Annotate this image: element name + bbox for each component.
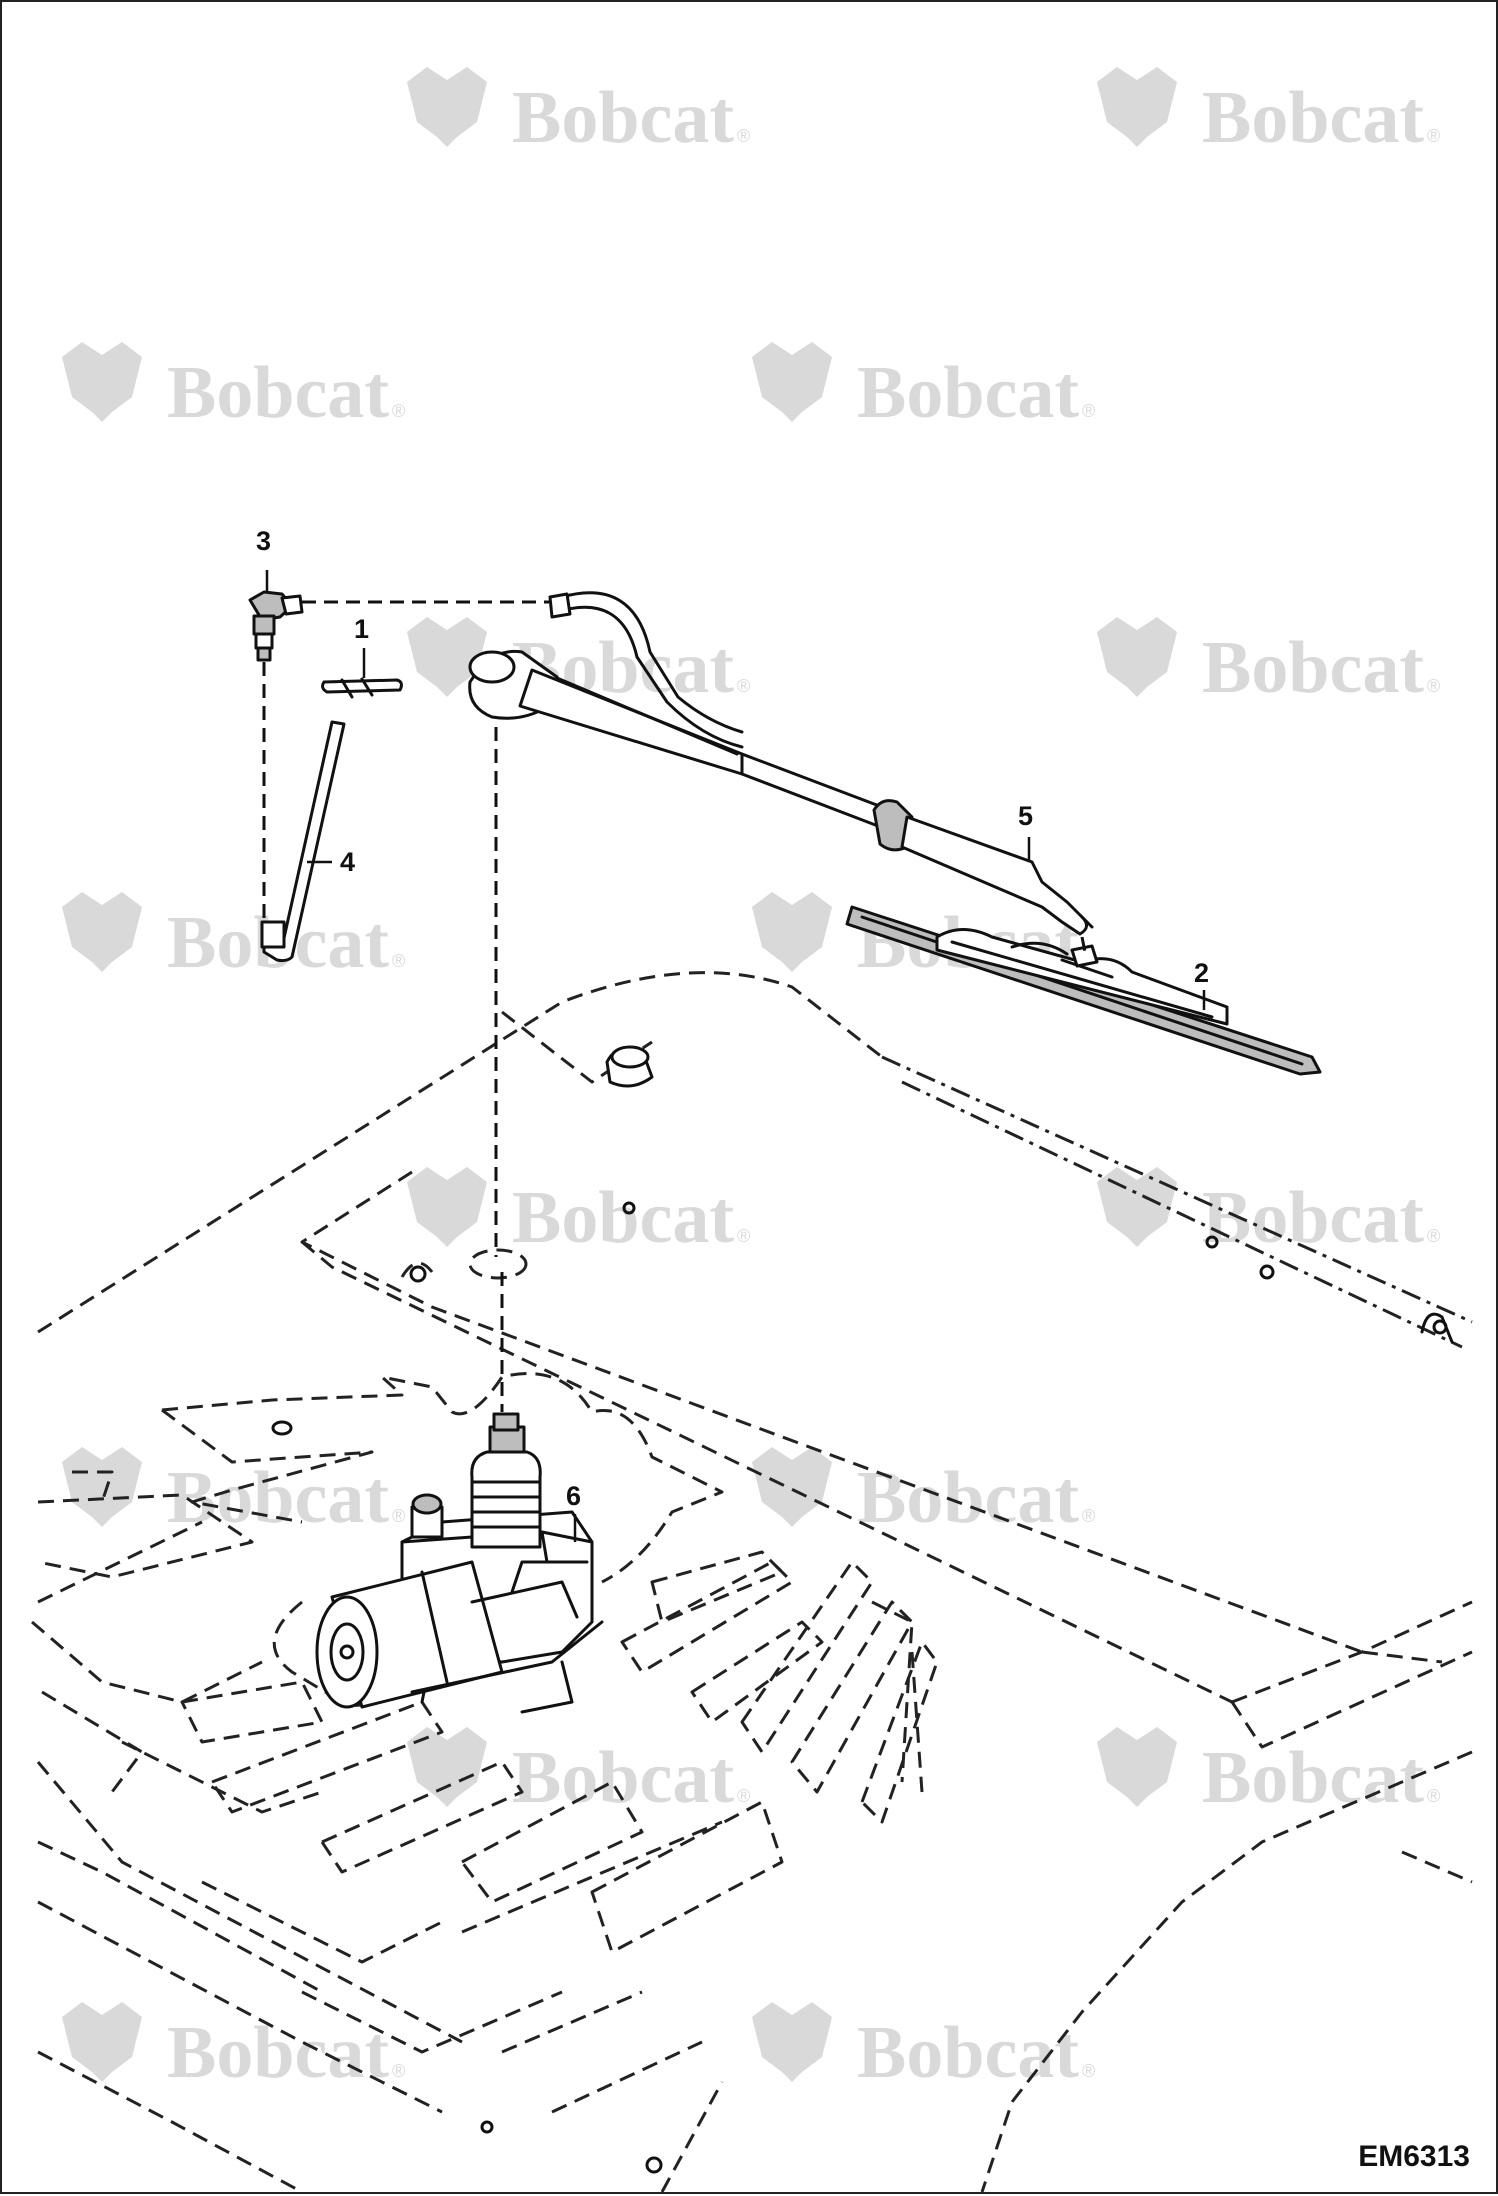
watermark-registered-mark: ®: [1082, 1506, 1095, 1526]
watermark-registered-mark: ®: [1427, 1786, 1440, 1806]
bobcat-logo-mark: [62, 2002, 142, 2082]
watermark-brand-text: Bobcat: [1202, 1737, 1424, 1819]
bobcat-watermark: Bobcat®: [62, 342, 405, 434]
bobcat-watermark: Bobcat®: [752, 342, 1095, 434]
watermark-brand-text: Bobcat: [857, 352, 1079, 434]
bobcat-watermark: Bobcat®: [407, 617, 750, 709]
watermark-registered-mark: ®: [737, 1786, 750, 1806]
bobcat-logo-mark: [1097, 67, 1177, 147]
bobcat-logo-mark: [407, 67, 487, 147]
watermark-brand-text: Bobcat: [857, 2012, 1079, 2094]
bobcat-watermark: Bobcat®: [1097, 67, 1440, 159]
bobcat-logo-mark: [62, 1447, 142, 1527]
watermark-registered-mark: ®: [1427, 676, 1440, 696]
wiper-blade: [845, 905, 1322, 1076]
bobcat-logo-mark: [752, 2002, 832, 2082]
callout-5: 5: [1018, 801, 1034, 831]
watermark-brand-text: Bobcat: [1202, 77, 1424, 159]
watermark-registered-mark: ®: [392, 401, 405, 421]
washer-nozzle: [248, 590, 304, 662]
assembly-guide-lines: [262, 600, 1087, 1412]
watermark-registered-mark: ®: [737, 1226, 750, 1246]
bobcat-watermark: Bobcat®: [752, 1447, 1095, 1539]
bobcat-logo-mark: [1097, 1167, 1177, 1247]
bobcat-watermark: Bobcat®: [407, 1167, 750, 1259]
bobcat-watermark: Bobcat®: [407, 67, 750, 159]
bobcat-watermark: Bobcat®: [62, 2002, 405, 2094]
bobcat-watermark: Bobcat®: [752, 2002, 1095, 2094]
watermark-registered-mark: ®: [392, 1506, 405, 1526]
watermark-registered-mark: ®: [1082, 401, 1095, 421]
hose-clip: [321, 677, 403, 699]
bobcat-logo-mark: [62, 892, 142, 972]
bobcat-logo-mark: [407, 617, 487, 697]
bobcat-watermark: Bobcat®: [1097, 617, 1440, 709]
watermark-brand-text: Bobcat: [512, 77, 734, 159]
washer-hose: [260, 720, 346, 963]
watermark-registered-mark: ®: [392, 951, 405, 971]
bobcat-logo-mark: [752, 342, 832, 422]
watermark-brand-text: Bobcat: [167, 352, 389, 434]
cab-roof-outline: [36, 971, 1473, 2194]
callout-4: 4: [340, 847, 356, 877]
watermark-brand-text: Bobcat: [857, 1457, 1079, 1539]
watermark-registered-mark: ®: [392, 2061, 405, 2081]
bobcat-logo-mark: [407, 1727, 487, 1807]
watermark-registered-mark: ®: [1427, 126, 1440, 146]
callout-6: 6: [566, 1481, 582, 1511]
bobcat-logo-mark: [62, 342, 142, 422]
watermark-brand-text: Bobcat: [512, 1737, 734, 1819]
bobcat-logo-mark: [752, 1447, 832, 1527]
callout-leaders: [265, 570, 1206, 1542]
callout-3: 3: [256, 526, 272, 556]
roof-grille: [37, 1550, 939, 2114]
watermark-registered-mark: ®: [737, 676, 750, 696]
bobcat-logo-mark: [1097, 617, 1177, 697]
bobcat-logo-mark: [407, 1167, 487, 1247]
watermark-brand-text: Bobcat: [167, 2012, 389, 2094]
bobcat-logo-mark: [1097, 1727, 1177, 1807]
callout-2: 2: [1194, 958, 1210, 988]
bobcat-watermark: Bobcat®: [407, 1727, 750, 1819]
wiper-motor: [315, 1412, 604, 1714]
watermark-brand-text: Bobcat: [512, 1177, 734, 1259]
wiper-arm: [468, 591, 1094, 936]
watermark-registered-mark: ®: [737, 126, 750, 146]
watermark-registered-mark: ®: [1427, 1226, 1440, 1246]
watermark-brand-text: Bobcat: [1202, 627, 1424, 709]
bobcat-watermark: Bobcat®: [1097, 1727, 1440, 1819]
drawing-number: EM6313: [1358, 2140, 1470, 2173]
callout-1: 1: [354, 614, 370, 644]
watermark-registered-mark: ®: [1082, 2061, 1095, 2081]
bobcat-logo-mark: [752, 892, 832, 972]
